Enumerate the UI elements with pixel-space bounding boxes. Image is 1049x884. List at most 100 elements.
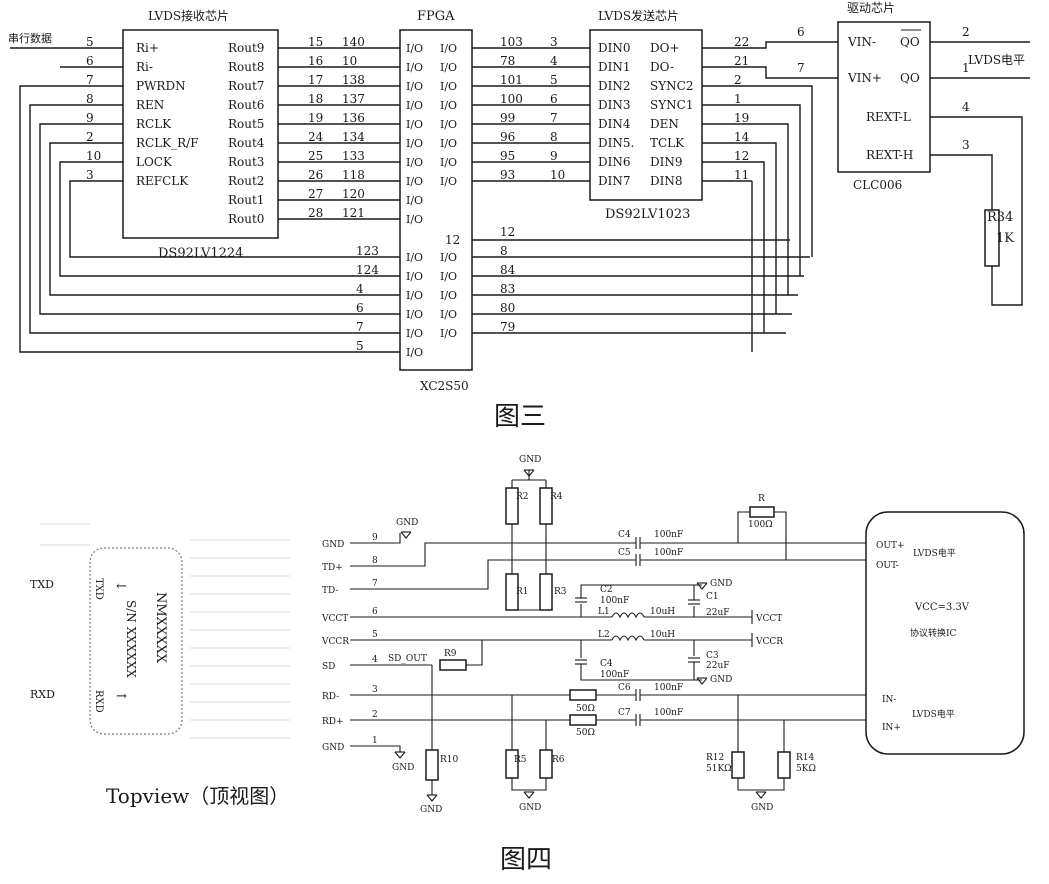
conn-pin-name: GND (322, 743, 344, 753)
c6-label: C6 (618, 683, 631, 693)
rx-out-name: Rout3 (228, 155, 264, 169)
conn-pin-name: GND (322, 540, 344, 550)
fpga-chip (399, 29, 473, 371)
rx-control-loop (19, 85, 400, 353)
gnd-label: GND (519, 455, 541, 465)
lvds-rx-left-pins: Ri+5Ri-6PWRDN7REN8RCLK9RCLK_R/F2LOCK10RE… (10, 35, 199, 188)
c5-value: 100nF (654, 548, 683, 558)
conn-pin-number: 4 (372, 655, 378, 665)
ic-out-minus: OUT- (876, 561, 899, 571)
r-top-label: R (758, 494, 765, 504)
fpga-lower-left-number: 6 (356, 301, 364, 315)
resistor-r (749, 506, 775, 518)
topview-part-name: NMXXXXX (153, 592, 168, 664)
tx-out-number: 11 (734, 168, 749, 182)
td-minus-wire (388, 559, 636, 590)
tx-pin-number: 3 (550, 35, 558, 49)
tx-pin-number: 8 (550, 130, 558, 144)
resistor-r9 (439, 659, 467, 671)
conn-pin-number: 9 (372, 533, 378, 543)
resistor-r14 (777, 751, 791, 779)
fpga-io-label: I/O (406, 99, 423, 112)
rx-pin-name: Ri+ (136, 41, 159, 55)
rx-control-loop (59, 161, 400, 277)
tx-out-number: 12 (734, 149, 749, 163)
fpga-io-label: I/O (440, 251, 457, 264)
resistor-r2 (505, 487, 519, 525)
fpga-io-label: I/O (440, 327, 457, 340)
r5-label: R5 (514, 755, 527, 765)
vcct-label: VCCT (755, 614, 782, 624)
gnd-label: GND (396, 518, 418, 528)
rx-out-number: 16 (308, 54, 323, 68)
gnd-icon (400, 531, 412, 539)
conn-pin-name: TD- (322, 586, 338, 596)
lvds-tx-chip (589, 29, 703, 201)
c4b-value: 100nF (600, 670, 629, 680)
tx-pin-number: 6 (550, 92, 558, 106)
l1-value: 10uH (650, 607, 675, 617)
lvds-rx-title: LVDS接收芯片 (148, 8, 229, 23)
fpga-right-number: 78 (500, 54, 515, 68)
l1-label: L1 (598, 607, 610, 617)
tx-pin-number: 10 (550, 168, 565, 182)
c7-value: 100nF (654, 708, 683, 718)
conn-pin-number: 6 (372, 607, 378, 617)
rx-out-name: Rout8 (228, 60, 264, 74)
vccr-label: VCCR (755, 637, 783, 647)
rx-control-loop (29, 104, 400, 334)
rx-control-loop (69, 180, 400, 258)
tx-pin-number: 9 (550, 149, 558, 163)
rx-out-name: Rout2 (228, 174, 264, 188)
rxd-label: RXD (30, 688, 55, 701)
fpga-left-number: 138 (342, 73, 365, 87)
tx-pin-number: 5 (550, 73, 558, 87)
topview-module: TXD RXD TXD RXD ← → NMXXXXX S/N XXXXXX T… (30, 523, 290, 808)
r12-r14-bottom (737, 778, 785, 791)
driver-in-name: VIN+ (847, 71, 882, 85)
l2-label: L2 (598, 630, 610, 640)
ic-lvds-top: LVDS电平 (913, 547, 956, 559)
fpga-lower-left-number: 7 (356, 320, 364, 334)
rx-pin-name: RCLK_R/F (136, 136, 199, 150)
lvds-tx-part: DS92LV1023 (605, 207, 690, 222)
resistor-r34 (984, 209, 1000, 267)
conn-pin-name: RD- (322, 692, 339, 702)
lvds-rx-chip (122, 29, 279, 239)
c4b-label: C4 (600, 659, 613, 669)
conn-pin-name: SD (322, 662, 335, 672)
tx-control-loop (752, 123, 789, 295)
tx-out-number: 22 (734, 35, 749, 49)
fpga-io-label: I/O (406, 289, 423, 302)
fpga-io-label: I/O (406, 346, 423, 359)
r6-label: R6 (552, 755, 565, 765)
driver-chip (837, 21, 931, 173)
gnd-label: GND (751, 803, 773, 813)
rx-pin-name: LOCK (136, 155, 173, 169)
tx-pin-number: 4 (550, 54, 558, 68)
fpga-io-label: I/O (406, 118, 423, 131)
fpga-io-label: I/O (440, 118, 457, 131)
tx-pin-name: DIN1 (598, 60, 631, 74)
r14-label: R14 (796, 753, 815, 763)
rx-out-number: 15 (308, 35, 323, 49)
tx-out-name: DO+ (650, 41, 680, 55)
fpga-left-number: 121 (342, 206, 365, 220)
rx-out-number: 19 (308, 111, 323, 125)
fpga-io-label: I/O (406, 194, 423, 207)
resistor-r10 (425, 749, 439, 781)
tx-pin-name: DIN6 (598, 155, 631, 169)
rx-pin-number: 6 (86, 54, 94, 68)
rx-pin-number: 3 (86, 168, 94, 182)
resistor-r3 (539, 573, 553, 611)
r34-name: R34 (987, 210, 1013, 225)
rx-control-loop (49, 142, 400, 296)
rx-out-name: Rout0 (228, 212, 264, 226)
rx-out-number: 26 (308, 168, 323, 182)
fpga-right-number: 99 (500, 111, 515, 125)
driver-title: 驱动芯片 (847, 1, 895, 15)
inductor-l1 (611, 612, 645, 619)
feedback-wires (19, 85, 813, 353)
